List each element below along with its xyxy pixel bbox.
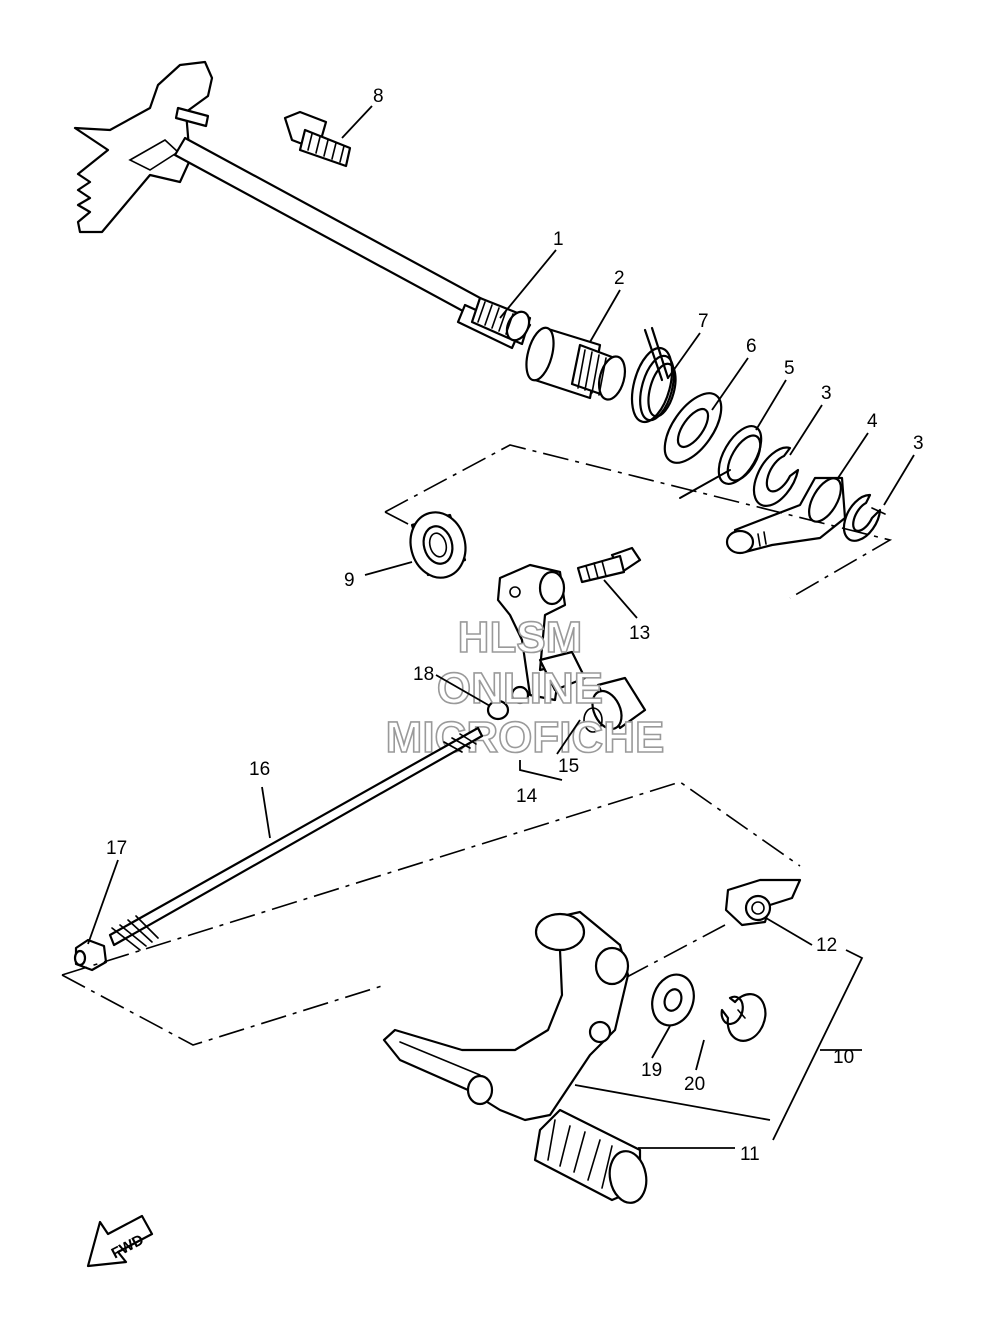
callout-16: 16: [249, 759, 270, 780]
callout-7: 7: [698, 311, 709, 332]
watermark-line-2: ONLINE: [437, 664, 603, 713]
torsion-spring: [630, 326, 677, 424]
shift-shaft-bolt: [283, 110, 352, 168]
shift-rod: [108, 726, 484, 951]
callout-17: 17: [106, 838, 127, 859]
callout-15: 15: [558, 756, 579, 777]
callout-3-lower: 3: [913, 433, 924, 454]
callout-19: 19: [641, 1060, 662, 1081]
callout-3-upper: 3: [821, 383, 832, 404]
assembly-dash-upper: [384, 444, 893, 599]
callout-labels: 8 1 2 7 6 5 3 4 3 9 13 18 15 14 16 17 12…: [106, 86, 924, 1165]
nut: [73, 938, 108, 972]
callout-9: 9: [344, 570, 355, 591]
circlip-20: [720, 993, 767, 1042]
return-spring: [679, 425, 763, 499]
watermark: HLSM ONLINE MICROFICHE: [385, 612, 665, 763]
callout-8: 8: [373, 86, 384, 107]
watermark-line-1: HLSM: [458, 613, 583, 662]
bolt-13: [576, 546, 642, 584]
callout-14: 14: [516, 786, 538, 807]
leader-lines: [87, 105, 915, 1149]
circlip-3-lower: [842, 493, 886, 542]
callout-5: 5: [784, 358, 795, 379]
watermark-line-3: MICROFICHE: [386, 713, 665, 762]
callout-13: 13: [629, 623, 650, 644]
shift-pedal: [382, 910, 630, 1122]
bearing: [409, 511, 467, 579]
callout-6: 6: [746, 336, 757, 357]
pedal-rubber: [533, 1108, 648, 1204]
shift-shaft: [73, 60, 532, 350]
callout-4: 4: [867, 411, 878, 432]
shift-arm: [486, 563, 587, 721]
joint: [583, 676, 647, 733]
callout-11: 11: [740, 1144, 760, 1165]
callout-10: 10: [833, 1047, 854, 1068]
circlip-3-upper: [752, 446, 800, 507]
callout-2: 2: [614, 268, 625, 289]
washer-19: [651, 973, 695, 1027]
callout-1: 1: [553, 229, 564, 250]
washer-6: [663, 392, 723, 464]
callout-18: 18: [413, 664, 434, 685]
callout-12: 12: [816, 935, 837, 956]
fwd-arrow-icon: FWD: [86, 1214, 154, 1268]
pedal-joint: [724, 878, 802, 927]
collar: [525, 326, 627, 401]
callout-20: 20: [684, 1074, 705, 1095]
assembly-dash-lower: [61, 781, 801, 1046]
